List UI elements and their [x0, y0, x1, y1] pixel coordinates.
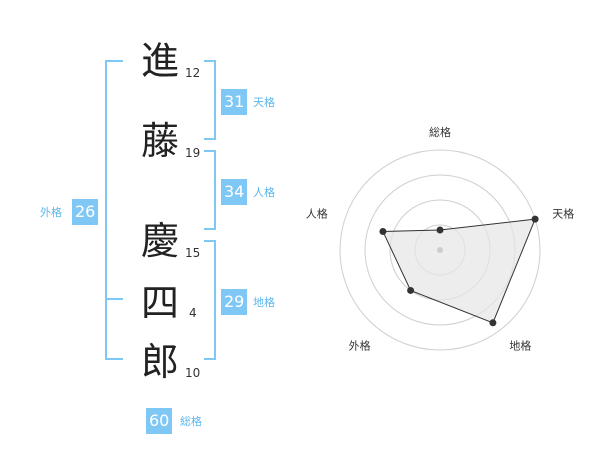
radar-point-3: [489, 319, 497, 327]
radar-point-1: [436, 226, 444, 234]
name-char-2: 藤: [140, 119, 179, 163]
jinkaku-value-badge: 34: [221, 179, 248, 205]
radar-ring-4: [339, 149, 541, 351]
jinkaku-label: 人格: [253, 186, 275, 199]
gaikaku-bracket-inner: [105, 298, 123, 300]
tenkaku-bracket: [204, 60, 216, 140]
radar-axis-label-3: 地格: [509, 338, 531, 352]
radar-point-5: [379, 227, 387, 235]
soukaku-label: 総格: [180, 415, 202, 428]
radar-shape: [382, 218, 536, 324]
stroke-count-3: 15: [185, 246, 201, 260]
radar-point-4: [407, 286, 415, 294]
chikaku-label: 地格: [253, 296, 275, 309]
gaikaku-bracket: [105, 60, 123, 360]
radar-axis-label-1: 総格: [429, 125, 451, 139]
radar-point-2: [531, 215, 539, 223]
radar-axis-label-4: 外格: [349, 338, 371, 352]
tenkaku-value-badge: 31: [221, 89, 248, 115]
chikaku-bracket: [204, 240, 216, 360]
radar-axis-label-2: 天格: [552, 207, 574, 221]
gaikaku-label: 外格: [40, 206, 62, 219]
stroke-count-5: 10: [185, 366, 201, 380]
stroke-count-1: 12: [185, 66, 201, 80]
soukaku-value-badge: 60: [146, 408, 173, 434]
stroke-count-4: 4: [189, 306, 197, 320]
name-char-4: 四: [140, 281, 179, 325]
gaikaku-value-badge: 26: [72, 199, 99, 225]
name-char-1: 進: [140, 39, 179, 83]
radar-center-dot: [437, 247, 443, 253]
name-char-5: 郎: [140, 340, 179, 384]
tenkaku-label: 天格: [253, 96, 275, 109]
chikaku-value-badge: 29: [221, 289, 248, 315]
radar-axis-label-5: 人格: [306, 207, 328, 221]
stroke-count-2: 19: [185, 146, 201, 160]
name-char-3: 慶: [140, 219, 179, 263]
jinkaku-bracket: [204, 150, 216, 230]
radar-points: [379, 215, 539, 327]
